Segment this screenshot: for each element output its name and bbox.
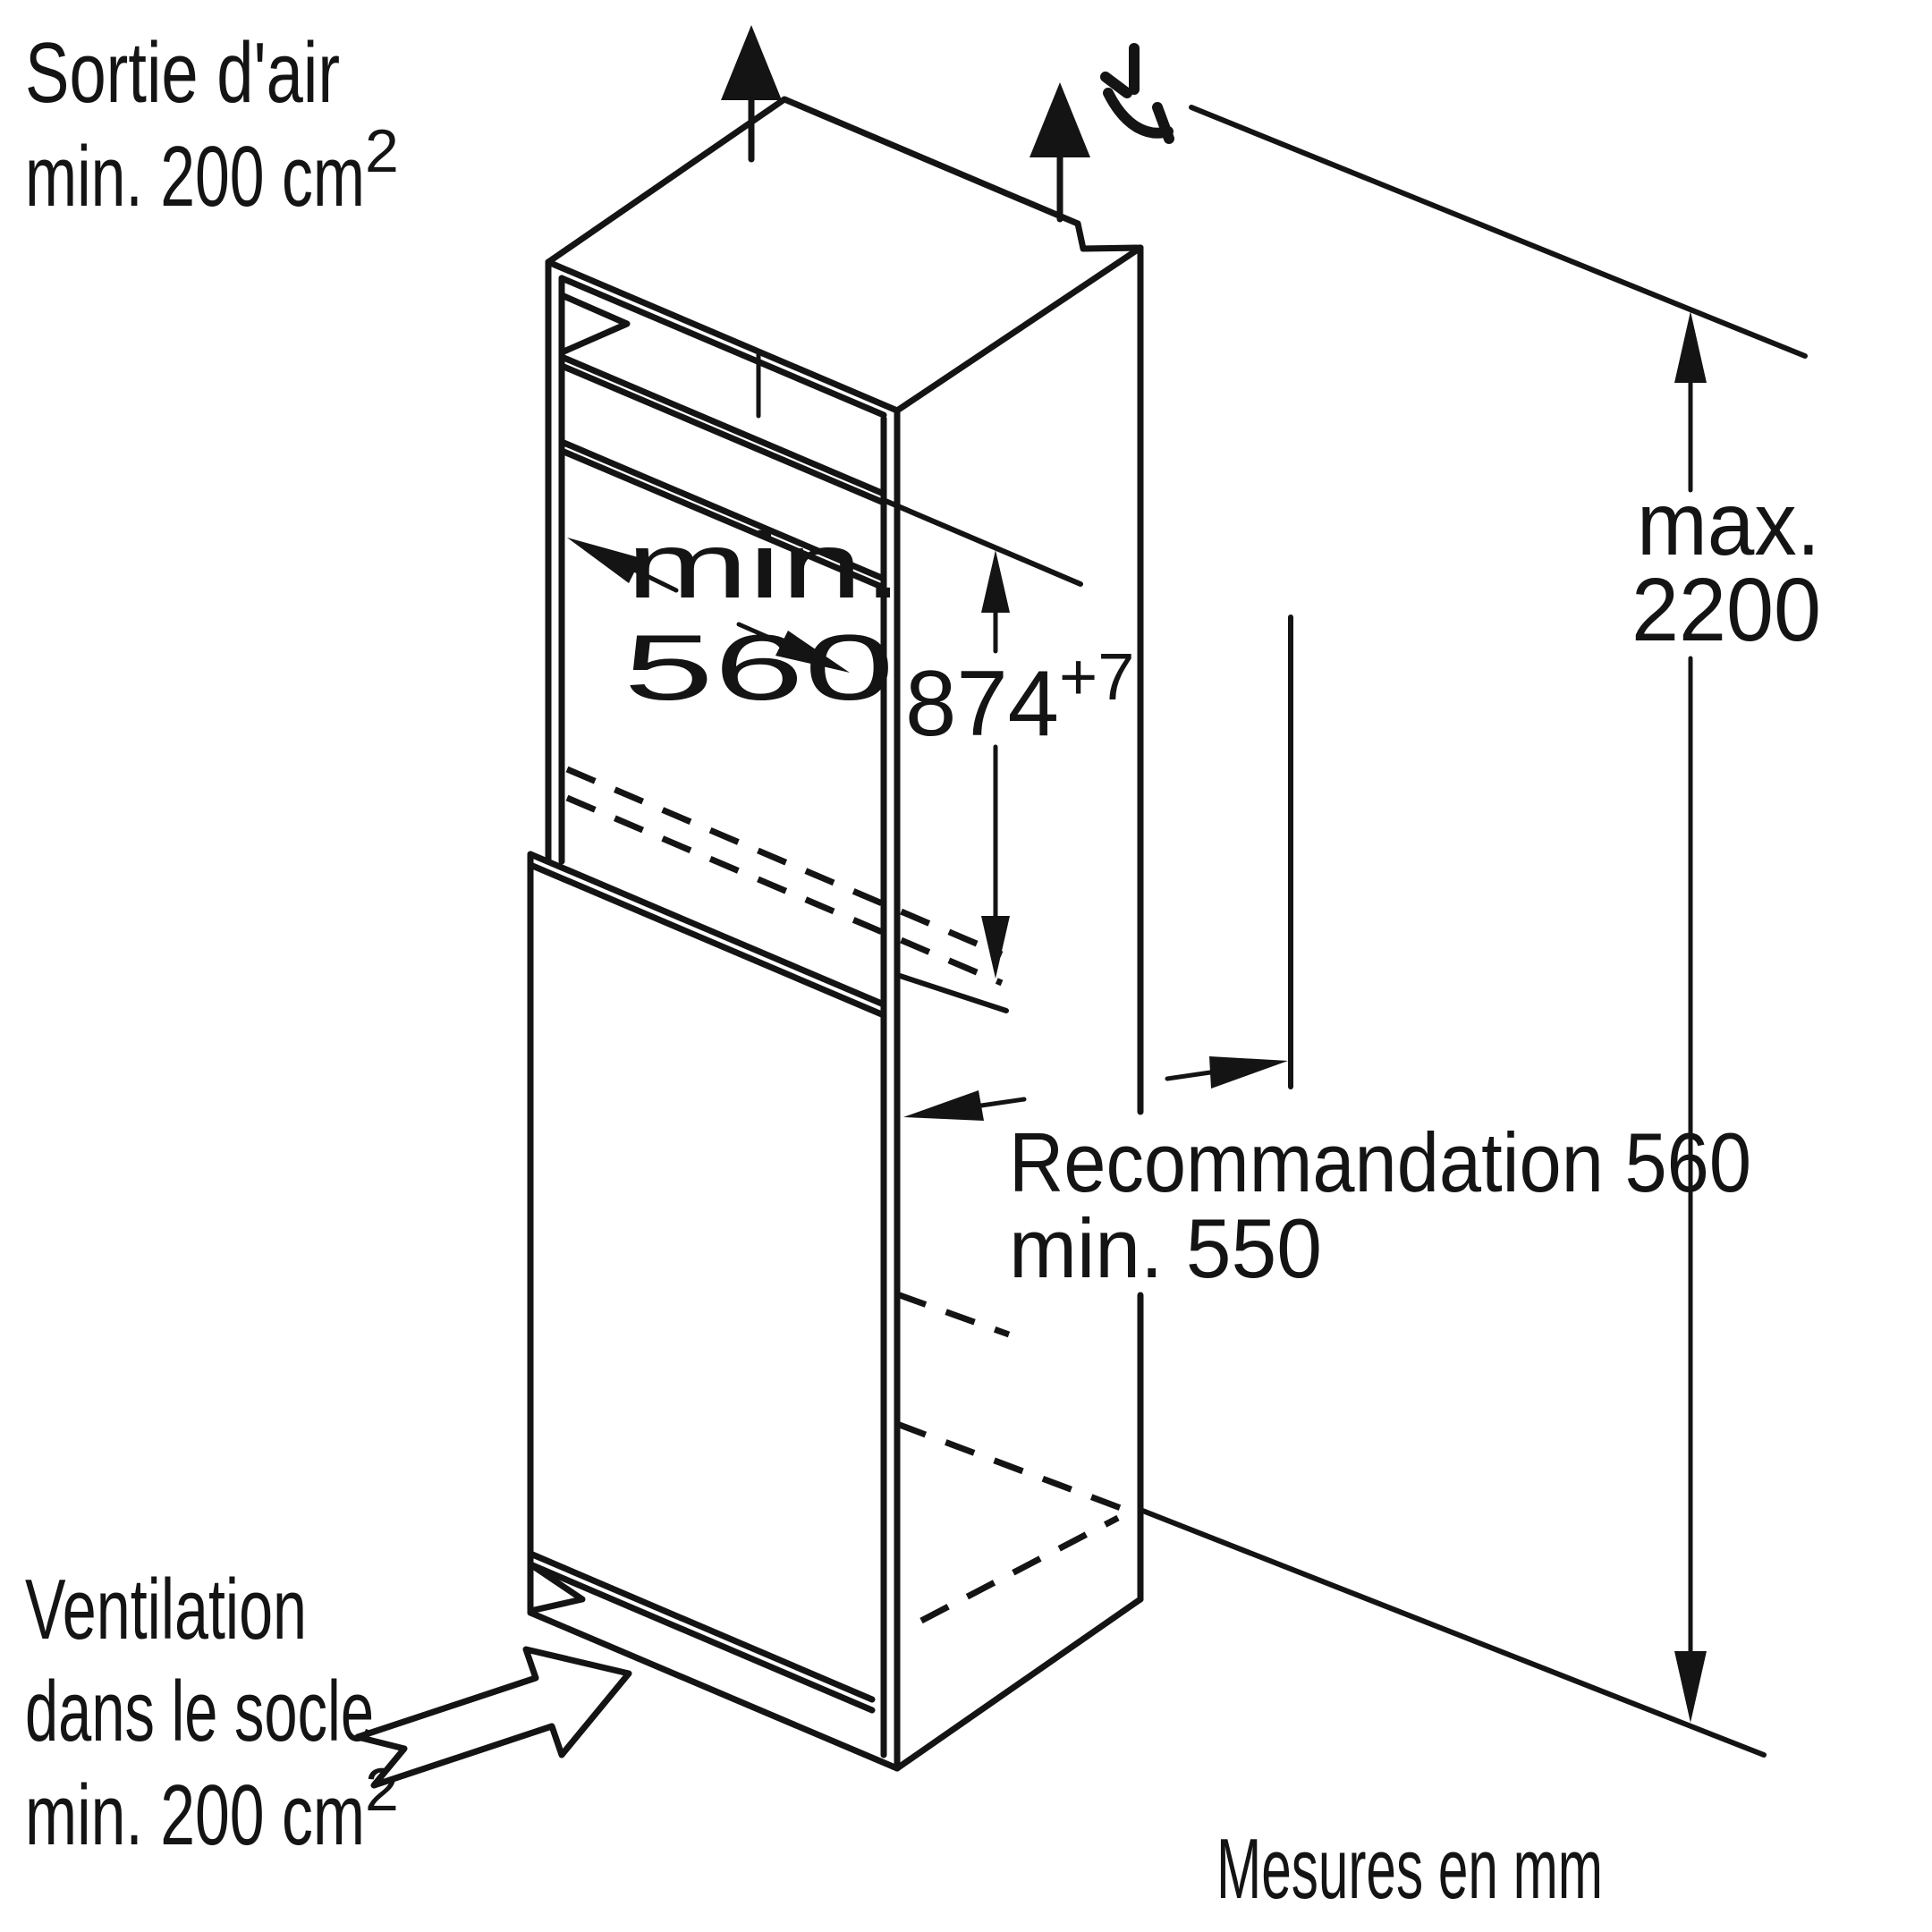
up-arrow-icon <box>1030 82 1090 223</box>
niche-width-label-2: 560 <box>623 616 894 720</box>
floor-reference-line <box>1138 1507 1767 1758</box>
power-connection-icon <box>1100 43 1174 144</box>
dimension-arrow-icon <box>981 916 1010 979</box>
total-height-label-1: max. <box>1637 474 1820 574</box>
air-outlet-note: Sortie d'air min. 200 cm2 <box>25 25 399 225</box>
hidden-edges <box>565 766 1123 1624</box>
appliance-door-panel <box>527 851 1009 1557</box>
plinth-vent-slot <box>527 1550 901 1772</box>
base-ventilation-line-1: Ventilation <box>25 1562 307 1657</box>
cabinet-top-face <box>545 96 1144 419</box>
dimension-arrow-icon <box>567 538 641 583</box>
depth-label-1: Recommandation 560 <box>1009 1115 1751 1209</box>
side-panel-bottom-edge <box>894 1596 1144 1772</box>
dimension-arrow-icon <box>775 631 850 673</box>
base-ventilation-line-3: min. 200 cm2 <box>25 1756 399 1863</box>
niche-width-label-1: min. <box>626 514 903 618</box>
dimension-niche-height: 874+7 <box>905 550 1134 979</box>
total-height-label-2: 2200 <box>1631 560 1821 660</box>
hollow-arrow-icon <box>354 1646 632 1789</box>
dimension-niche-width: min. 560 <box>567 514 903 720</box>
depth-label-2: min. 550 <box>1009 1201 1322 1295</box>
dimension-arrow-icon <box>903 1090 984 1121</box>
air-outlet-line-2: min. 200 cm2 <box>25 117 399 225</box>
units-note: Mesures en mm <box>1216 1821 1603 1917</box>
dimension-arrow-icon <box>981 550 1010 613</box>
air-outlet-line-1: Sortie d'air <box>25 25 340 121</box>
dimension-total-height: max. 2200 <box>1631 311 1821 1723</box>
base-ventilation-note: Ventilation dans le socle min. 200 cm2 <box>25 1562 399 1863</box>
up-arrow-icon <box>721 25 782 163</box>
top-reference-line <box>1189 105 1808 359</box>
cabinet-drawing <box>527 96 1144 1772</box>
dimension-depth: Recommandation 560 min. 550 <box>903 1056 1751 1295</box>
base-ventilation-line-2: dans le socle <box>25 1664 374 1759</box>
niche-height-label: 874+7 <box>905 640 1134 756</box>
top-air-channel <box>558 292 1083 591</box>
dimension-arrow-icon <box>1674 1651 1707 1723</box>
dimension-arrow-icon <box>1209 1056 1288 1089</box>
dimension-arrow-icon <box>1674 311 1707 383</box>
